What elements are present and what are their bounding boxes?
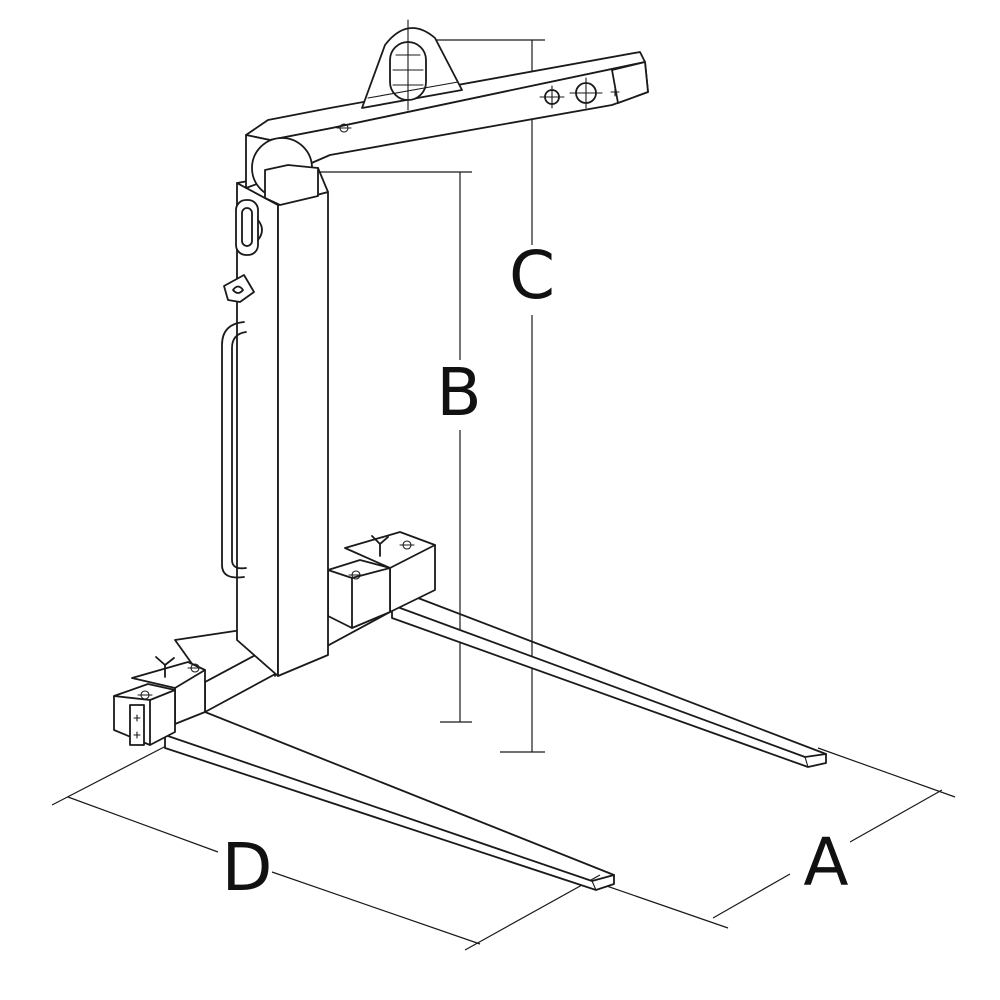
label-d: D	[222, 829, 273, 906]
lifting-eye	[361, 19, 463, 111]
grab-handle	[221, 321, 245, 579]
label-a: A	[803, 824, 848, 901]
clamp-plate	[129, 704, 145, 746]
back-fork-tine	[391, 604, 827, 768]
dimension-labels: C B A D	[222, 237, 849, 906]
label-b: B	[436, 354, 481, 431]
dimension-lines	[51, 39, 956, 951]
label-c: C	[509, 237, 555, 314]
mast-accessories	[221, 199, 263, 579]
back-fork-clamp	[327, 531, 436, 629]
front-fork-clamp	[113, 656, 206, 746]
fork-tines	[164, 597, 827, 891]
id-tag-icon	[223, 274, 255, 303]
top-arm	[245, 51, 649, 206]
wing-screw-icon	[155, 656, 175, 678]
wing-screw-icon	[371, 535, 389, 557]
arm-end-cap	[611, 61, 649, 104]
